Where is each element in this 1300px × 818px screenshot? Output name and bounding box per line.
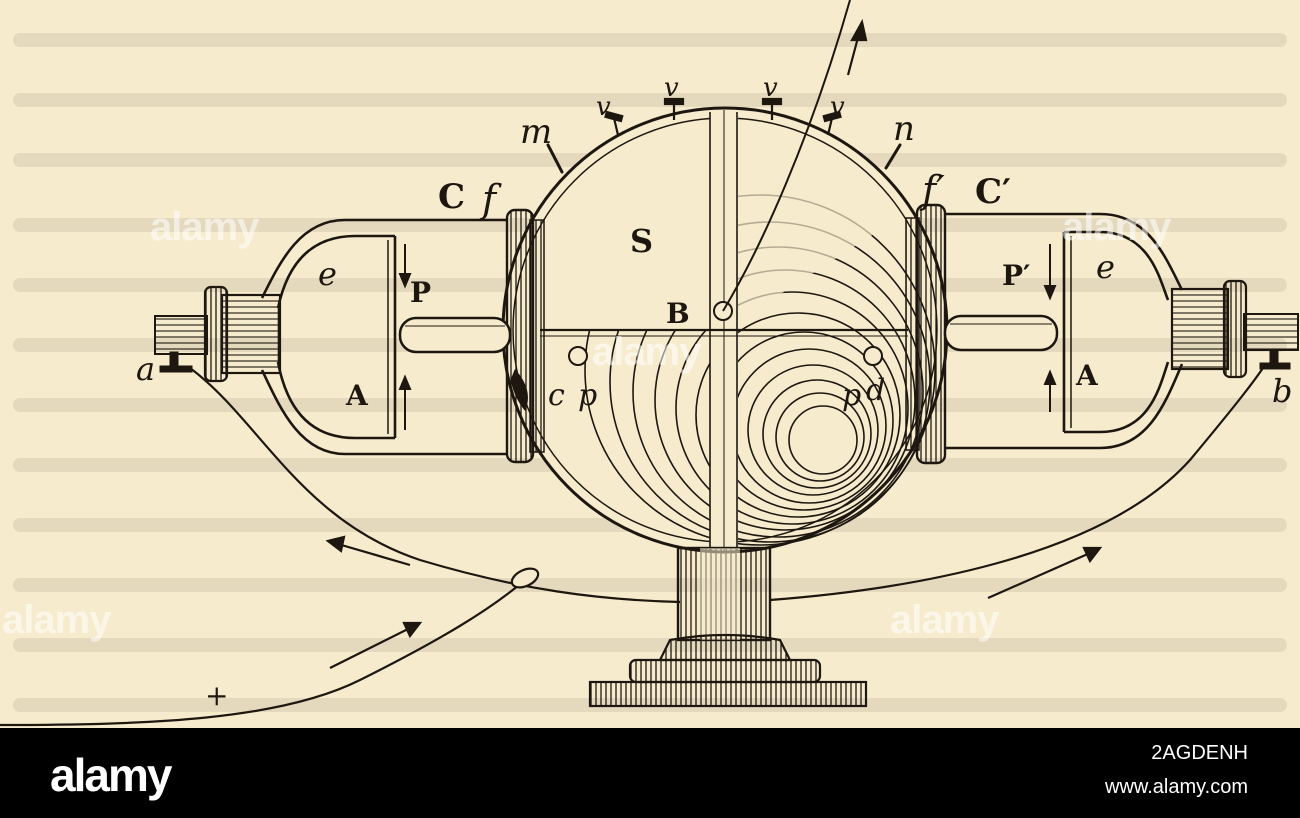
label-A-right: A [1075, 359, 1099, 392]
sphere-highlight-2 [725, 145, 880, 330]
label-p-left: p [578, 378, 597, 413]
side-pins [546, 143, 902, 174]
top-pins [604, 97, 842, 136]
label-f: f [479, 177, 502, 221]
right-flange [905, 203, 947, 465]
upper-wire [722, 0, 851, 312]
footer-bar: alamy 2AGDENH www.alamy.com [0, 728, 1300, 818]
label-v-3: v [763, 73, 778, 103]
lower-arrows [325, 535, 1103, 669]
left-axle [398, 316, 512, 354]
right-collar [1170, 279, 1299, 379]
sphere-highlight [540, 145, 725, 330]
left-flange [505, 208, 545, 464]
current-arrows-right [1043, 244, 1057, 412]
site-url[interactable]: www.alamy.com [1105, 776, 1248, 798]
label-v-2: v [664, 73, 679, 103]
label-e-right: e [1096, 248, 1115, 286]
wire-junction [510, 567, 540, 589]
right-yoke-C-prime [945, 212, 1184, 450]
watermark: alamy [1062, 205, 1171, 249]
watermark: alamy [890, 598, 999, 642]
watermark: alamy [2, 598, 111, 642]
current-arrows-left [398, 244, 412, 430]
label-v-1: v [596, 92, 611, 122]
label-a: a [136, 350, 155, 388]
diagram-figure: C f f′ C′ m n v v v v S B e e P P′ A A a… [0, 0, 1300, 728]
label-e-left: e [318, 255, 337, 293]
apparatus-illustration: C f f′ C′ m n v v v v S B e e P P′ A A a… [0, 0, 1299, 727]
watermark: alamy [592, 330, 701, 374]
upper-arrow [846, 18, 868, 76]
label-B: B [666, 297, 690, 330]
label-m: m [520, 112, 552, 152]
label-C: C [438, 177, 465, 217]
alamy-logo[interactable]: alamy [50, 749, 172, 801]
label-v-4: v [830, 92, 845, 122]
image-id: 2AGDENH [1151, 742, 1248, 764]
lower-wires [0, 364, 1266, 727]
label-b: b [1272, 372, 1292, 410]
label-C-prime: C′ [975, 172, 1011, 212]
right-axle [943, 314, 1059, 352]
label-p-right: p [842, 378, 861, 413]
left-collar [154, 285, 282, 383]
label-n: n [893, 109, 915, 149]
right-terminal-b [1259, 348, 1291, 370]
stand [588, 546, 868, 708]
label-c: c [548, 378, 565, 413]
watermark: alamy [150, 205, 259, 249]
label-d: d [866, 373, 885, 408]
hole-d [863, 346, 883, 366]
label-P: P [410, 276, 431, 309]
label-f-prime: f′ [919, 168, 945, 212]
hole-c [568, 346, 588, 366]
label-A-left: A [345, 379, 369, 412]
label-plus: + [205, 679, 228, 712]
label-S: S [630, 222, 653, 260]
label-P-prime: P′ [1002, 259, 1030, 292]
